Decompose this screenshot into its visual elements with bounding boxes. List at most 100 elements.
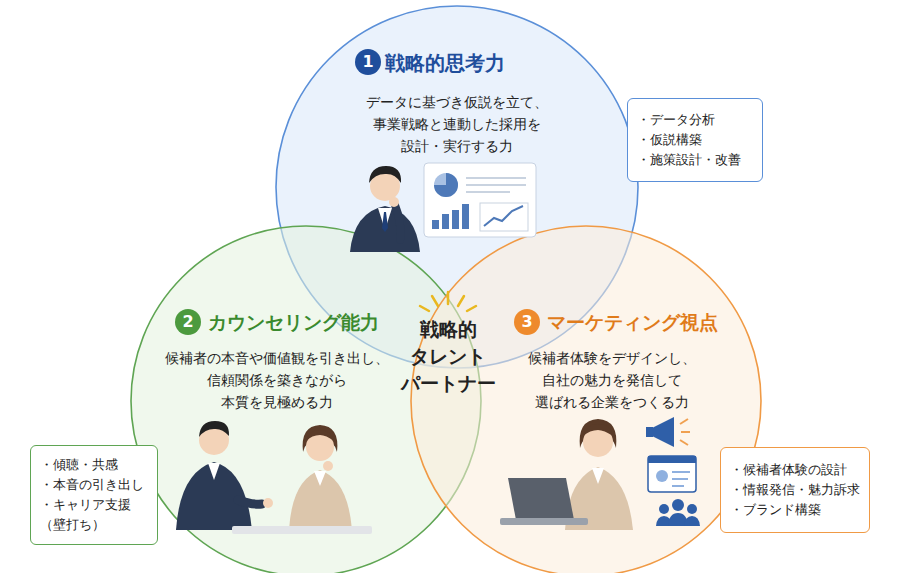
burst-line — [420, 306, 429, 311]
line-chart-frame — [480, 203, 528, 231]
marketer-woman — [565, 419, 633, 530]
person-head — [659, 504, 669, 514]
counselor-man — [176, 421, 273, 530]
burst-lines — [420, 292, 476, 311]
circle-body: データに基づき仮説を立て、 事業戦略と連動した採用を 設計・実行する力 — [357, 91, 557, 157]
megaphone — [652, 417, 674, 447]
megaphone-icon — [646, 417, 690, 447]
point-box: ・データ分析・仮説構築・施策設計・改善 — [627, 98, 763, 182]
bar — [452, 210, 459, 229]
shirt — [378, 208, 392, 230]
bullet-item: ・施策設計・改善 — [637, 150, 753, 170]
sound-line — [680, 440, 688, 445]
card-line — [672, 485, 684, 487]
hair — [303, 425, 338, 452]
megaphone-back — [646, 427, 653, 437]
card-line — [672, 478, 688, 480]
bar — [442, 214, 449, 229]
hand — [389, 197, 399, 207]
bullet-item: ・キャリア支援 （壁打ち） — [40, 495, 148, 535]
jacket-body — [565, 467, 633, 530]
bangs — [583, 424, 613, 436]
bangs — [306, 430, 334, 441]
circle-shape — [411, 226, 761, 573]
jacket-body — [289, 470, 352, 530]
pie-slice — [434, 173, 458, 197]
suit-body — [176, 462, 252, 530]
sound-line — [681, 431, 690, 433]
shirt — [208, 463, 220, 480]
bullet-item: ・候補者体験の設計 — [730, 460, 860, 480]
head — [306, 433, 334, 461]
suit-body — [350, 206, 420, 252]
circle-heading: 戦略的思考力 — [385, 50, 585, 76]
text-line — [466, 184, 526, 186]
hair — [369, 166, 401, 183]
card-bar — [648, 456, 696, 463]
thinking-man — [350, 166, 420, 252]
burst-line — [467, 306, 476, 311]
bar — [432, 220, 439, 229]
text-line — [466, 191, 510, 193]
person-head — [672, 499, 684, 511]
avatar — [656, 470, 668, 482]
skill-circle: マーケティング視点候補者体験をデザインし、 自社の魅力を発信して 選ばれる企業を… — [410, 225, 762, 573]
head — [199, 425, 229, 455]
arm — [395, 205, 400, 240]
person-head — [687, 504, 697, 514]
callout-number: 1 — [362, 54, 373, 70]
bullet-item: ・傾聴・共感 — [40, 455, 148, 475]
profile-card-icon — [648, 456, 696, 492]
bullet-item: ・情報発信・魅力訴求 — [730, 480, 860, 500]
card — [648, 456, 696, 492]
table — [232, 526, 372, 534]
tie — [382, 212, 388, 232]
arm — [238, 500, 262, 504]
sound-line — [680, 419, 688, 424]
hair — [199, 421, 229, 437]
chart-board — [424, 163, 536, 237]
bullet-item: ・ブランド構築 — [730, 500, 860, 520]
skill-circle: カウンセリング能力候補者の本音や価値観を引き出し、 信頼関係を築きながら 本質を… — [130, 225, 482, 573]
board — [424, 163, 536, 237]
blouse — [592, 468, 604, 484]
pie — [434, 173, 458, 197]
people-icon — [656, 499, 700, 526]
hand — [323, 461, 333, 471]
burst-line — [458, 296, 464, 306]
candidate-woman — [289, 425, 352, 530]
laptop-screen — [508, 478, 574, 520]
circle-heading: カウンセリング能力 — [208, 310, 428, 335]
line-chart — [484, 206, 523, 226]
laptop — [500, 478, 588, 525]
callout-number: 3 — [521, 314, 532, 330]
burst-line — [447, 292, 450, 304]
number-badge: 2 — [175, 309, 201, 335]
laptop-base — [500, 518, 588, 525]
callout-number: 2 — [182, 314, 193, 330]
bar — [462, 204, 469, 229]
number-badge: 3 — [514, 309, 540, 335]
card-line — [672, 471, 690, 473]
hair — [580, 419, 617, 448]
person-body — [684, 516, 700, 526]
point-box: ・傾聴・共感・本音の引き出し・キャリア支援 （壁打ち） — [30, 445, 158, 545]
circle-body: 候補者の本音や価値観を引き出し、 信頼関係を築きながら 本質を見極める力 — [155, 347, 399, 413]
circle-shape — [131, 226, 481, 573]
circle-heading: マーケティング視点 — [547, 310, 747, 335]
blouse — [314, 471, 326, 486]
center-title: 戦略的 タレント パートナー — [393, 316, 503, 397]
burst-line — [432, 296, 438, 306]
bullet-item: ・仮説構築 — [637, 130, 753, 150]
bullet-item: ・データ分析 — [637, 110, 753, 130]
hand — [263, 498, 273, 508]
person-body — [668, 513, 688, 526]
text-line — [466, 177, 526, 179]
head — [370, 171, 400, 201]
bullet-item: ・本音の引き出し — [40, 475, 148, 495]
point-box: ・候補者体験の設計・情報発信・魅力訴求・ブランド構築 — [720, 447, 870, 533]
head — [583, 427, 613, 457]
number-badge: 1 — [355, 49, 381, 75]
